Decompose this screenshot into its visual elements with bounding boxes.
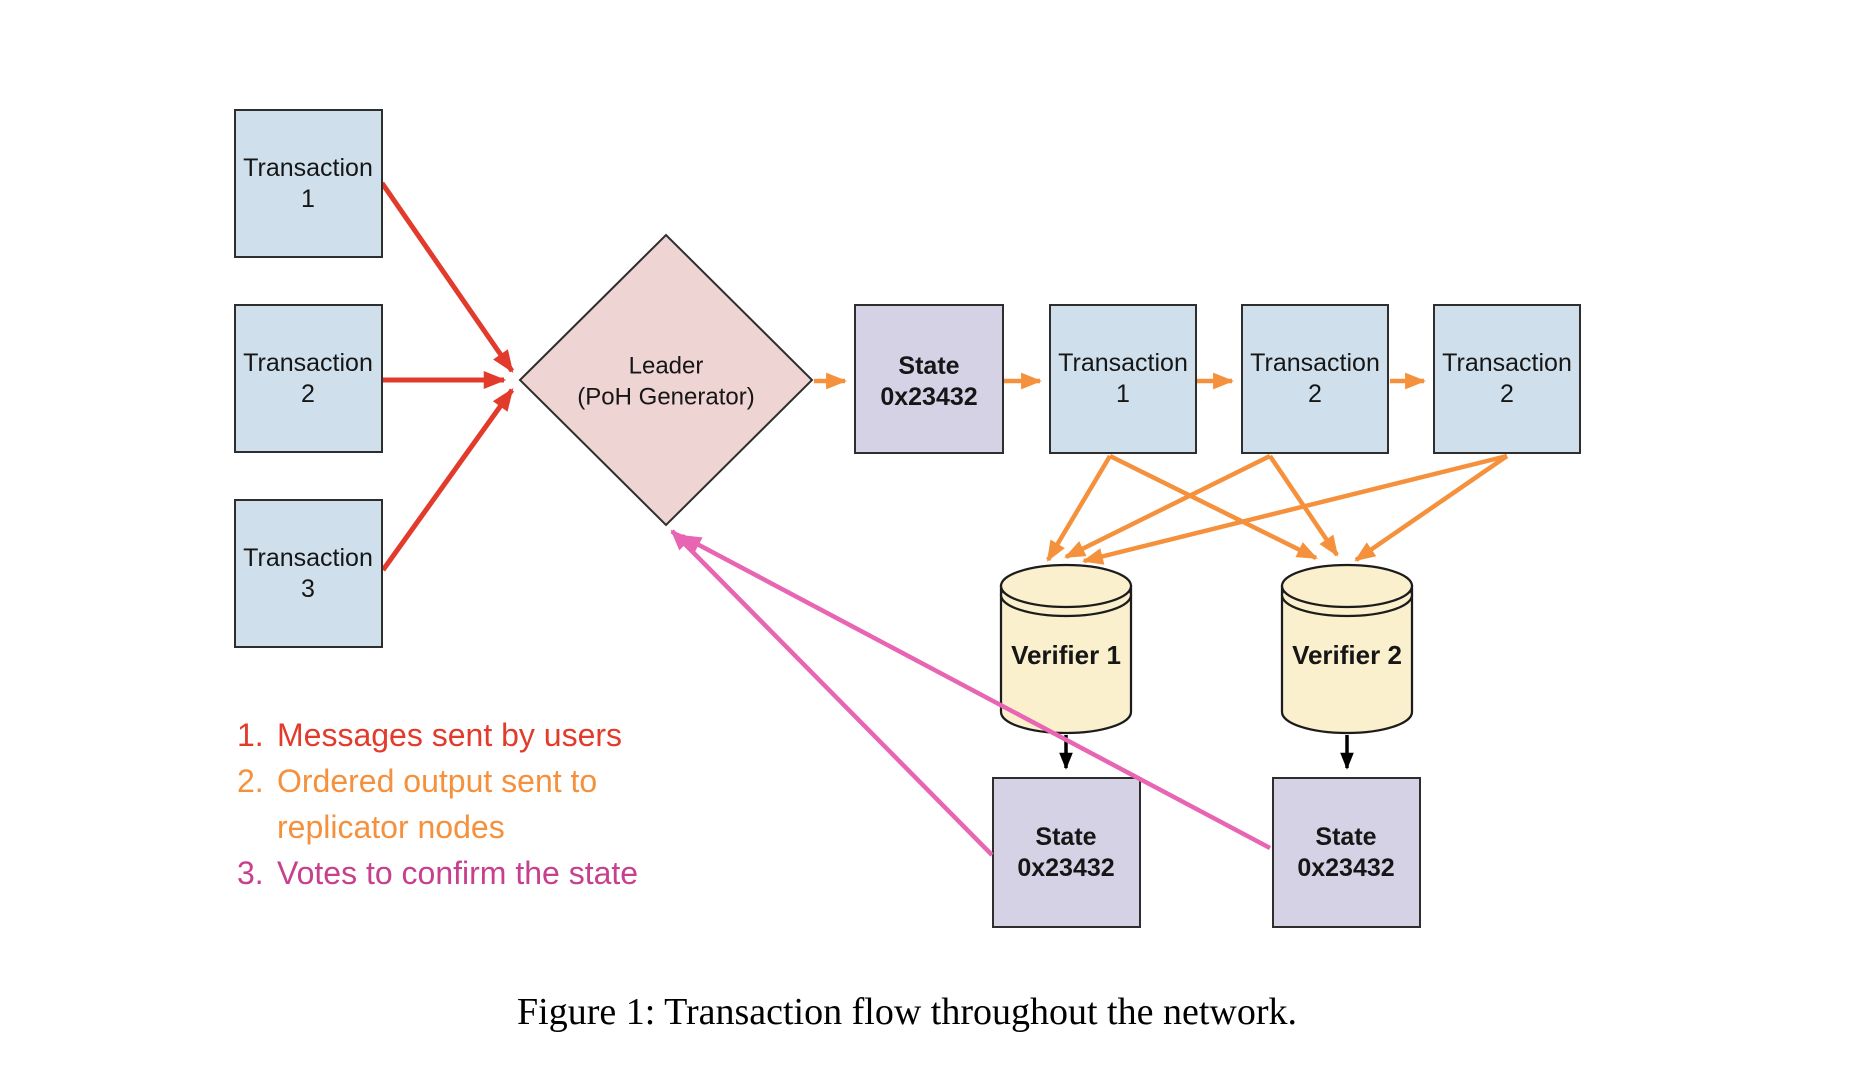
legend-item-votes: 3. Votes to confirm the state (237, 850, 638, 896)
vote-arrows (670, 529, 1272, 857)
arrow-state2-vote-to-leader (680, 534, 1272, 850)
legend-item-2-text-line1: Ordered output sent to (277, 763, 598, 799)
node-user-transaction-3: Transaction 3 (234, 499, 383, 648)
node-verifier-1: Verifier 1 (999, 563, 1133, 735)
verifier-1-cylinder-body (999, 584, 1133, 735)
leader-label-line2: (PoH Generator) (577, 384, 754, 411)
user-transaction-1-label-line1: Transaction (243, 154, 373, 182)
state-verifier-2-label-line1: State (1315, 823, 1376, 851)
leader-label-line1: Leader (629, 353, 704, 380)
legend-item-3-text: Votes to confirm the state (277, 855, 639, 891)
ordered-transaction-1-label-line1: Transaction (1058, 349, 1188, 377)
legend-item-2-number: 2. (237, 763, 264, 799)
state-verifier-2-label-line2: 0x23432 (1297, 854, 1394, 882)
arrow-state1-vote-to-leader (670, 529, 994, 857)
ordered-output-fanout-arrows (1046, 453, 1509, 565)
legend-item-user-messages: 1. Messages sent by users (237, 712, 638, 758)
legend-item-ordered-output: 2. Ordered output sent to replicator nod… (237, 758, 638, 850)
arrow-ordered-tx3-to-verifier2 (1354, 454, 1509, 562)
state-initial-box (854, 304, 1004, 454)
user-transaction-3-box (234, 499, 383, 648)
user-transaction-3-label-line1: Transaction (243, 544, 373, 572)
legend-item-3-number: 3. (237, 855, 264, 891)
legend-item-1-text: Messages sent by users (277, 717, 623, 753)
legend-item-1-number: 1. (237, 717, 264, 753)
node-ordered-transaction-3: Transaction 2 (1433, 304, 1581, 454)
arrow-ordered-tx1-to-verifier2 (1109, 453, 1318, 561)
ordered-transaction-1-label-line2: 1 (1116, 380, 1130, 408)
node-state-initial: State 0x23432 (854, 304, 1004, 454)
node-user-transaction-2: Transaction 2 (234, 304, 383, 453)
arrow-ordered-tx1-to-verifier1 (1046, 454, 1112, 562)
node-user-transaction-1: Transaction 1 (234, 109, 383, 258)
arrow-ordered-tx2-to-verifier1 (1064, 453, 1271, 560)
node-ordered-transaction-1: Transaction 1 (1049, 304, 1197, 454)
user-transaction-2-box (234, 304, 383, 453)
ordered-transaction-3-label-line1: Transaction (1442, 349, 1572, 377)
node-state-verifier-1: State 0x23432 (992, 777, 1141, 928)
ordered-transaction-2-box (1241, 304, 1389, 454)
node-ordered-transaction-2: Transaction 2 (1241, 304, 1389, 454)
ordered-transaction-1-box (1049, 304, 1197, 454)
legend-item-2-text-line2: replicator nodes (277, 809, 505, 845)
legend: 1. Messages sent by users 2. Ordered out… (237, 712, 638, 896)
arrow-tx3-to-leader (380, 388, 515, 572)
verifier-1-label: Verifier 1 (1011, 640, 1121, 670)
state-initial-label-line1: State (898, 352, 959, 380)
ordered-transaction-3-box (1433, 304, 1581, 454)
state-verifier-1-label-line1: State (1035, 823, 1096, 851)
state-verifier-1-label-line2: 0x23432 (1017, 854, 1114, 882)
node-state-verifier-2: State 0x23432 (1272, 777, 1421, 928)
verifier-2-cylinder-body (1280, 584, 1414, 735)
user-transaction-3-label-line2: 3 (301, 575, 315, 603)
ordered-transaction-3-label-line2: 2 (1500, 380, 1514, 408)
arrow-tx1-to-leader (379, 181, 515, 373)
verifier-2-label: Verifier 2 (1292, 640, 1402, 670)
leader-diamond (518, 233, 814, 527)
user-message-arrows (379, 181, 515, 572)
node-verifier-2: Verifier 2 (1280, 563, 1414, 735)
verifier-1-cylinder-top (999, 563, 1133, 609)
state-verifier-1-box (992, 777, 1141, 928)
ordered-transaction-2-label-line1: Transaction (1250, 349, 1380, 377)
verifier-2-cylinder-top (1280, 563, 1414, 609)
state-initial-label-line2: 0x23432 (880, 383, 977, 411)
arrow-ordered-tx3-to-verifier1 (1081, 453, 1508, 565)
user-transaction-1-box (234, 109, 383, 258)
ordered-transaction-2-label-line2: 2 (1308, 380, 1322, 408)
user-transaction-2-label-line2: 2 (301, 380, 315, 408)
user-transaction-1-label-line2: 1 (301, 185, 315, 213)
figure-caption: Figure 1: Transaction flow throughout th… (517, 991, 1297, 1033)
state-verifier-2-box (1272, 777, 1421, 928)
user-transaction-2-label-line1: Transaction (243, 349, 373, 377)
node-leader: Leader (PoH Generator) (518, 233, 814, 527)
